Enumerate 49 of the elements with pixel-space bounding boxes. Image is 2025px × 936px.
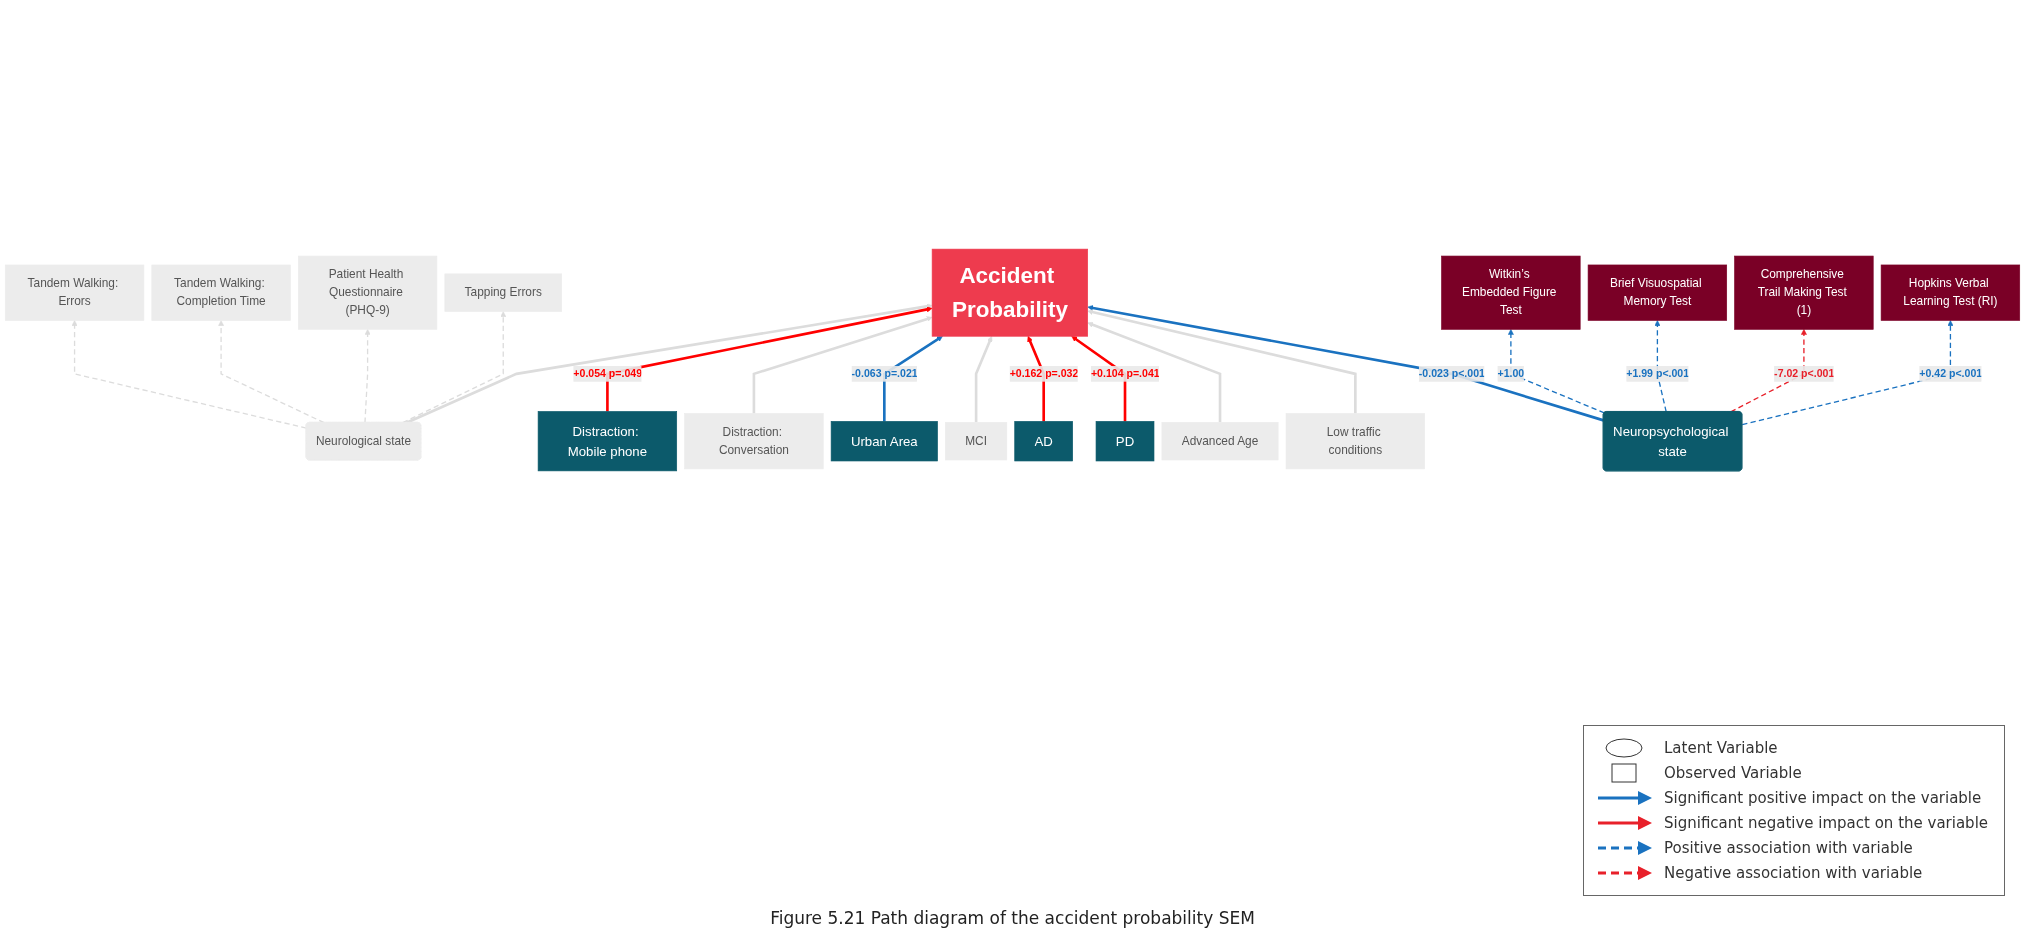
edge-label: +1.00 bbox=[1497, 367, 1525, 380]
edge-label: -0.063 p=.021 bbox=[851, 367, 918, 380]
arrow bbox=[606, 306, 933, 412]
node-box: Advanced Age bbox=[1161, 422, 1279, 461]
arrow bbox=[364, 329, 371, 424]
node-box: Low traffic conditions bbox=[1285, 413, 1425, 470]
arrow bbox=[218, 320, 325, 424]
arrow bbox=[71, 320, 307, 429]
node-box: Distraction: Mobile phone bbox=[537, 411, 678, 472]
edge-label: +0.054 p=.049 bbox=[573, 367, 643, 380]
node-box: Patient Health Questionnaire (PHQ-9) bbox=[298, 255, 438, 330]
node-box: Witkin’s Embedded Figure Test bbox=[1441, 255, 1581, 330]
node-box: Tandem Walking: Completion Time bbox=[151, 264, 291, 321]
arrow bbox=[1087, 309, 1357, 414]
arrow bbox=[1730, 329, 1807, 413]
node-box: Tandem Walking: Errors bbox=[4, 264, 145, 321]
node-box: Hopkins Verbal Learning Test (RI) bbox=[1880, 264, 2021, 321]
node-box: Brief Visuospatial Memory Test bbox=[1587, 264, 1727, 321]
node-box: Urban Area bbox=[830, 421, 938, 462]
edge-label: +1.99 p<.001 bbox=[1626, 367, 1690, 380]
edge-label: +0.42 p<.001 bbox=[1919, 367, 1983, 380]
arrow bbox=[1654, 320, 1667, 413]
node-box: Comprehensive Trail Making Test (1) bbox=[1734, 255, 1874, 330]
edge-label: -7.02 p<.001 bbox=[1774, 367, 1835, 380]
edge-label: +0.104 p=.041 bbox=[1090, 367, 1160, 380]
node-box: Distraction: Conversation bbox=[684, 413, 824, 470]
legend-label: Significant negative impact on the variable bbox=[1664, 814, 1989, 832]
legend-label: Latent Variable bbox=[1664, 739, 1778, 757]
figure-caption: Figure 5.21 Path diagram of the accident probability SEM bbox=[769, 908, 1256, 928]
arrow bbox=[406, 303, 933, 424]
node-box: MCI bbox=[945, 422, 1008, 461]
edge-label: -0.023 p<.001 bbox=[1418, 367, 1485, 380]
arrow bbox=[402, 311, 507, 424]
node-box: PD bbox=[1095, 421, 1155, 462]
arrow bbox=[752, 316, 933, 414]
node-box: Accident Probability bbox=[931, 248, 1088, 337]
arrow bbox=[1027, 336, 1045, 422]
legend-label: Positive association with variable bbox=[1664, 839, 1913, 857]
edge-label: +0.162 p=.032 bbox=[1009, 367, 1079, 380]
arrow bbox=[1087, 305, 1604, 422]
arrow bbox=[974, 336, 993, 423]
legend-label: Significant positive impact on the variable bbox=[1664, 789, 1982, 807]
node-box: Tapping Errors bbox=[444, 273, 562, 312]
node-box: AD bbox=[1014, 421, 1073, 462]
arrow bbox=[1741, 320, 1954, 426]
arrow bbox=[1087, 321, 1222, 423]
legend-label: Negative association with variable bbox=[1664, 864, 1923, 882]
arrow bbox=[1508, 329, 1605, 414]
legend-label: Observed Variable bbox=[1664, 764, 1802, 782]
